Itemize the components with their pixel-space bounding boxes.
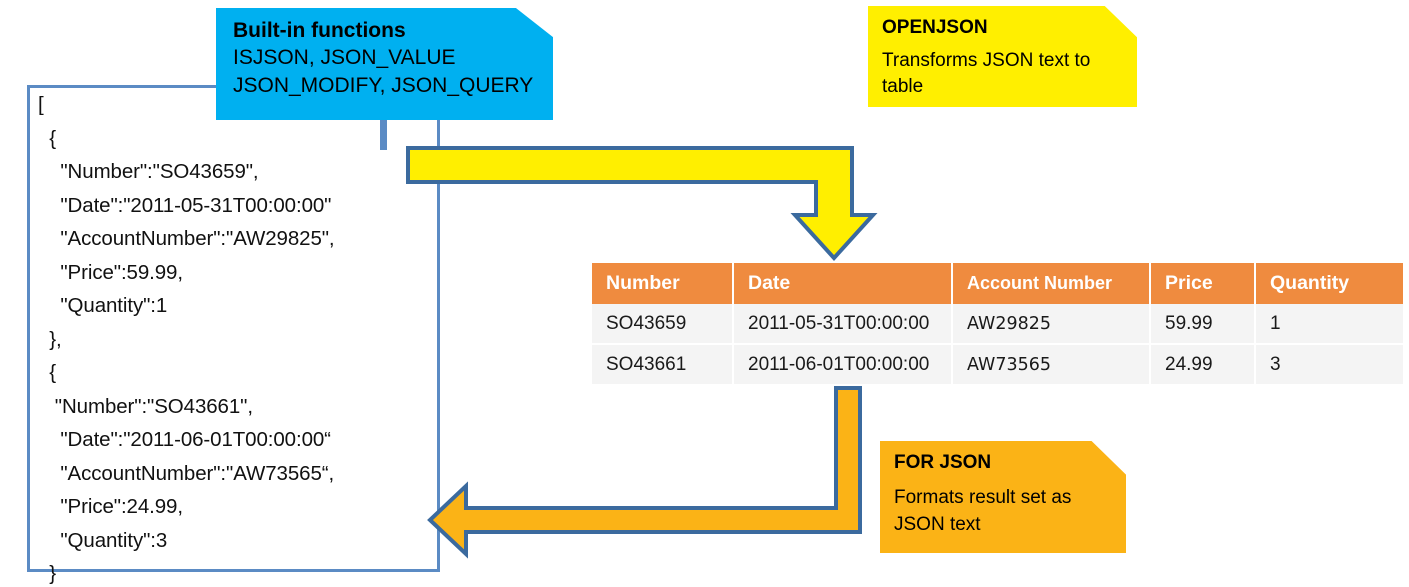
openjson-callout-title: OPENJSON: [882, 17, 988, 38]
openjson-callout[interactable]: OPENJSON Transforms JSON text to table: [868, 6, 1137, 107]
table-header-account-number[interactable]: Account Number: [952, 263, 1151, 304]
openjson-down-arrow-shape: [406, 146, 878, 261]
table-header-row: Number Date Account Number Price Quantit…: [592, 263, 1403, 304]
cell-account-number: AW73565: [952, 343, 1151, 384]
cell-quantity: 1: [1255, 304, 1403, 344]
cell-quantity: 3: [1255, 343, 1403, 384]
for-json-left-arrow-shape: [427, 386, 862, 559]
cell-date: 2011-06-01T00:00:00: [733, 343, 953, 384]
openjson-down-arrow: [406, 146, 878, 261]
built-in-functions-callout-body: ISJSON, JSON_VALUE JSON_MODIFY, JSON_QUE…: [233, 46, 534, 97]
json-document-box: [27, 85, 440, 572]
cell-account-number: AW29825: [952, 304, 1151, 344]
for-json-callout-title: FOR JSON: [894, 452, 992, 473]
table-header-number[interactable]: Number: [592, 263, 734, 304]
table-row: SO43661 2011-06-01T00:00:00 AW73565 24.9…: [592, 343, 1403, 384]
cell-price: 24.99: [1150, 343, 1256, 384]
openjson-callout-body: Transforms JSON text to table: [882, 50, 1091, 97]
for-json-callout[interactable]: FOR JSON Formats result set as JSON text: [880, 441, 1126, 553]
cell-price: 59.99: [1150, 304, 1256, 344]
for-json-callout-body: Formats result set as JSON text: [894, 487, 1072, 535]
table-header-quantity[interactable]: Quantity: [1255, 263, 1403, 304]
built-in-functions-callout-title: Built-in functions: [233, 19, 406, 42]
table-header-date[interactable]: Date: [733, 263, 953, 304]
json-document-text: [ { "Number":"SO43659", "Date":"2011-05-…: [38, 93, 335, 585]
cell-number: SO43661: [592, 343, 734, 384]
built-in-functions-callout-stem: [380, 112, 387, 150]
result-table: Number Date Account Number Price Quantit…: [592, 263, 1403, 384]
for-json-left-arrow: [427, 386, 862, 559]
cell-number: SO43659: [592, 304, 734, 344]
table-row: SO43659 2011-05-31T00:00:00 AW29825 59.9…: [592, 304, 1403, 344]
cell-date: 2011-05-31T00:00:00: [733, 304, 953, 344]
built-in-functions-callout[interactable]: Built-in functions ISJSON, JSON_VALUE JS…: [216, 8, 553, 120]
table-header-price[interactable]: Price: [1150, 263, 1256, 304]
